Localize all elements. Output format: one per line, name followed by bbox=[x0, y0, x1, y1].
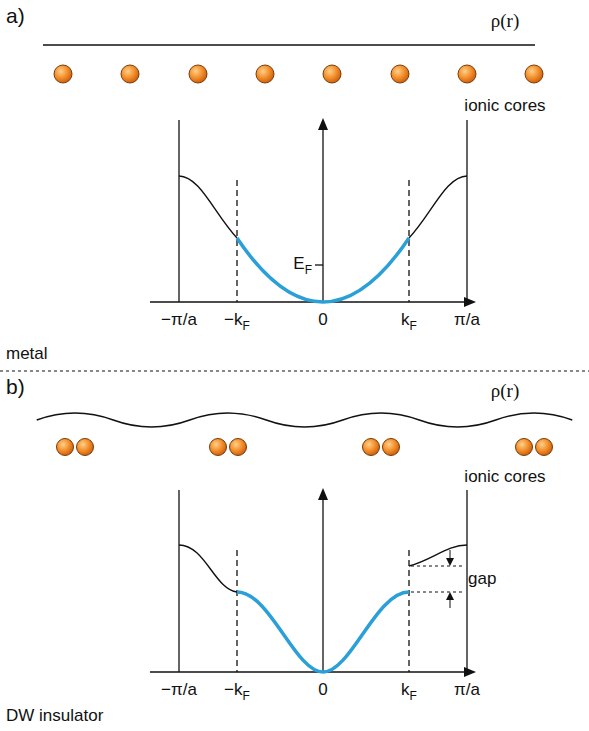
occupied-band bbox=[237, 238, 409, 302]
energy-label-group: EF bbox=[293, 254, 312, 275]
density-wave bbox=[37, 413, 573, 427]
panel-caption-group: metal bbox=[6, 344, 48, 364]
gap-label: gap bbox=[468, 569, 496, 588]
tick-label-group: kF bbox=[401, 310, 417, 331]
energy-label: E bbox=[293, 254, 304, 273]
axis-label: ρ(r) bbox=[491, 380, 519, 401]
band-curve bbox=[409, 545, 467, 566]
subscript: F bbox=[410, 319, 417, 333]
ionic-cores bbox=[57, 439, 553, 456]
band-curve bbox=[179, 176, 237, 238]
tick-label-group: 0 bbox=[318, 310, 327, 330]
tick-label-group: π/a bbox=[454, 310, 480, 330]
separator bbox=[0, 371, 589, 372]
axis-label-group: ρ(r) bbox=[491, 381, 519, 401]
band-curve bbox=[179, 545, 237, 592]
tick-label: π/a bbox=[454, 310, 480, 329]
panel-label-group: a) bbox=[6, 6, 25, 26]
tick-label-group: −kF bbox=[224, 310, 250, 331]
part-label: ionic cores bbox=[464, 467, 545, 486]
tick-label: k bbox=[401, 310, 410, 329]
subscript: F bbox=[243, 689, 250, 703]
panel-label: b) bbox=[6, 375, 25, 398]
axes bbox=[150, 490, 467, 672]
subscript: F bbox=[410, 689, 417, 703]
axis-label-group: ρ(r) bbox=[491, 11, 519, 31]
part-label: ionic cores bbox=[464, 96, 545, 115]
tick-label-group: −π/a bbox=[161, 310, 197, 330]
tick-label: −k bbox=[224, 680, 242, 699]
part-label-group: ionic cores bbox=[464, 467, 545, 487]
tick-label: 0 bbox=[318, 680, 327, 699]
subscript: F bbox=[243, 319, 250, 333]
tick-label: −k bbox=[224, 310, 242, 329]
panel-caption: DW insulator bbox=[6, 706, 103, 725]
ionic-cores bbox=[54, 65, 543, 83]
tick-label-group: 0 bbox=[318, 680, 327, 700]
tick-label: −π/a bbox=[161, 680, 197, 699]
tick-label: 0 bbox=[318, 310, 327, 329]
density-line bbox=[43, 44, 535, 46]
panel-label-group: b) bbox=[6, 377, 25, 397]
tick-label: π/a bbox=[454, 680, 480, 699]
occupied-band bbox=[237, 592, 409, 672]
tick-label: k bbox=[401, 680, 410, 699]
tick-label-group: −kF bbox=[224, 680, 250, 701]
tick-label: −π/a bbox=[161, 310, 197, 329]
axis-label: ρ(r) bbox=[491, 10, 519, 31]
part-label-group: ionic cores bbox=[464, 96, 545, 116]
subscript: F bbox=[305, 263, 312, 277]
tick-label-group: kF bbox=[401, 680, 417, 701]
gap-marker bbox=[411, 550, 462, 608]
gap-label-group: gap bbox=[468, 569, 496, 589]
panel-caption-group: DW insulator bbox=[6, 706, 103, 726]
tick-label-group: −π/a bbox=[161, 680, 197, 700]
band-curve bbox=[409, 176, 467, 238]
axes bbox=[150, 120, 467, 302]
panel-caption: metal bbox=[6, 344, 48, 363]
tick-label-group: π/a bbox=[454, 680, 480, 700]
panel-label: a) bbox=[6, 4, 25, 27]
